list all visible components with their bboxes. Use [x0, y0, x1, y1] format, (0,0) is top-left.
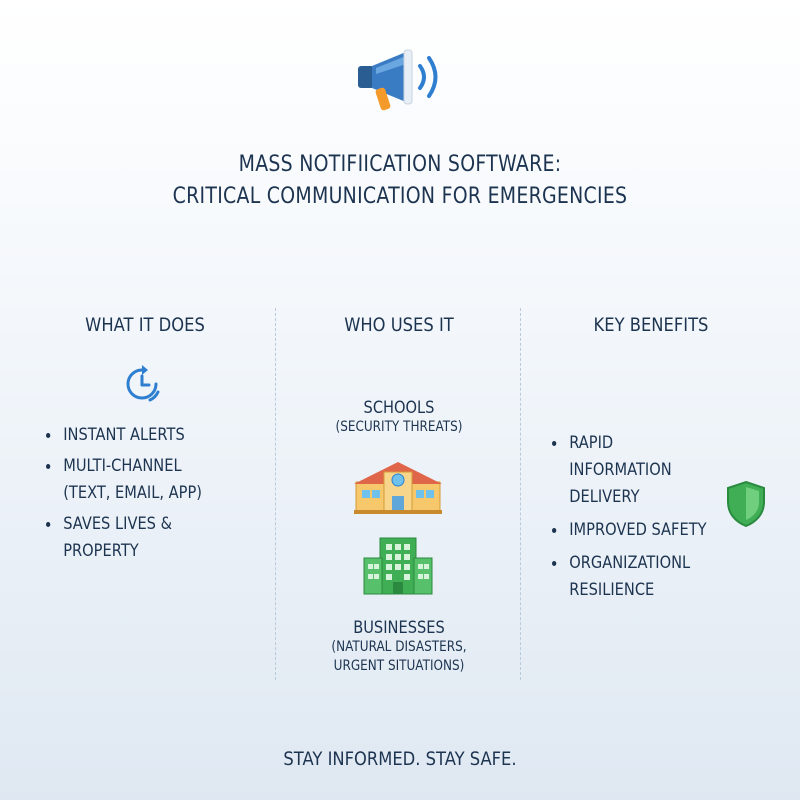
key-benefits-list: RAPID INFORMATION DELIVERY IMPROVED SAFE…: [552, 430, 742, 604]
page-title-line2: CRITICAL COMMUNICATION FOR EMERGENCIES: [172, 184, 628, 209]
what-it-does-heading: WHAT IT DOES: [85, 314, 205, 336]
column-divider-right: [520, 308, 521, 680]
schools-label: SCHOOLS (SECURITY THREATS): [335, 398, 463, 435]
list-item: INSTANT ALERTS: [46, 422, 244, 449]
list-item: RAPID INFORMATION DELIVERY: [552, 430, 715, 511]
footer-tagline: STAY INFORMED. STAY SAFE.: [283, 748, 517, 770]
megaphone-icon: [352, 44, 452, 116]
key-benefits-heading: KEY BENEFITS: [593, 314, 709, 336]
what-it-does-list: INSTANT ALERTS MULTI-CHANNEL (TEXT, EMAI…: [46, 422, 276, 565]
list-item: IMPROVED SAFETY: [552, 517, 715, 544]
office-building-icon: [362, 534, 434, 596]
clock-refresh-icon: [120, 362, 164, 406]
businesses-label: BUSINESSES (NATURAL DISASTERS, URGENT SI…: [331, 618, 467, 674]
page-title-line1: MASS NOTIFIICATION SOFTWARE:: [238, 152, 562, 177]
shield-icon: [726, 480, 766, 528]
list-item: SAVES LIVES & PROPERTY: [46, 511, 244, 565]
list-item: MULTI-CHANNEL (TEXT, EMAIL, APP): [46, 453, 244, 507]
who-uses-it-heading: WHO USES IT: [344, 314, 454, 336]
list-item: ORGANIZATIONL RESILIENCE: [552, 550, 715, 604]
school-building-icon: [354, 458, 442, 514]
column-divider-left: [275, 308, 276, 680]
